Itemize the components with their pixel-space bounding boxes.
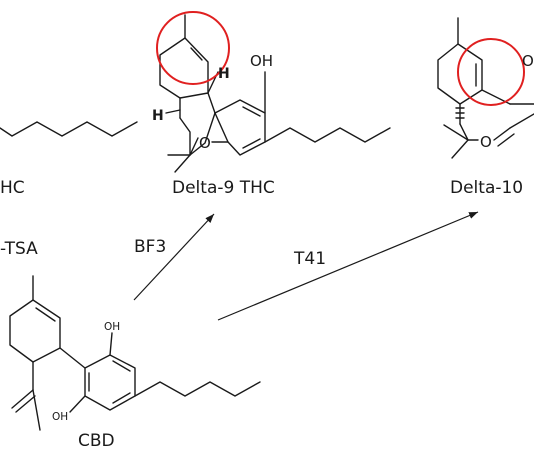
bf3-arrow xyxy=(133,213,215,301)
left-compound-label: HC xyxy=(0,178,25,198)
left-partial-molecule xyxy=(0,121,138,137)
delta9-o-label: O xyxy=(199,134,211,152)
delta10-structure xyxy=(437,17,534,159)
delta9-highlight-ring xyxy=(156,11,230,85)
ptsa-reagent-label: -TSA xyxy=(0,239,38,259)
delta9-thc-structure xyxy=(159,14,391,173)
delta10-stereo-hash xyxy=(455,107,465,119)
delta10-highlight-ring xyxy=(457,38,525,106)
t41-arrow xyxy=(217,211,479,321)
delta9-thc-label: Delta-9 THC xyxy=(172,178,275,198)
delta9-h-lower-label: H xyxy=(152,108,164,124)
delta9-oh-label: OH xyxy=(250,52,273,70)
delta9-h-upper-label: H xyxy=(218,66,230,82)
cbd-oh-top-label: OH xyxy=(104,321,120,333)
bf3-reagent-label: BF3 xyxy=(134,237,166,257)
cbd-label: CBD xyxy=(78,431,115,451)
cbd-structure xyxy=(9,275,261,431)
delta10-o-label: O xyxy=(480,133,492,151)
delta10-o-partial-label: O xyxy=(522,52,534,70)
delta10-label: Delta-10 xyxy=(450,178,523,198)
t41-reagent-label: T41 xyxy=(293,249,326,269)
cbd-oh-bottom-label: OH xyxy=(52,411,68,423)
